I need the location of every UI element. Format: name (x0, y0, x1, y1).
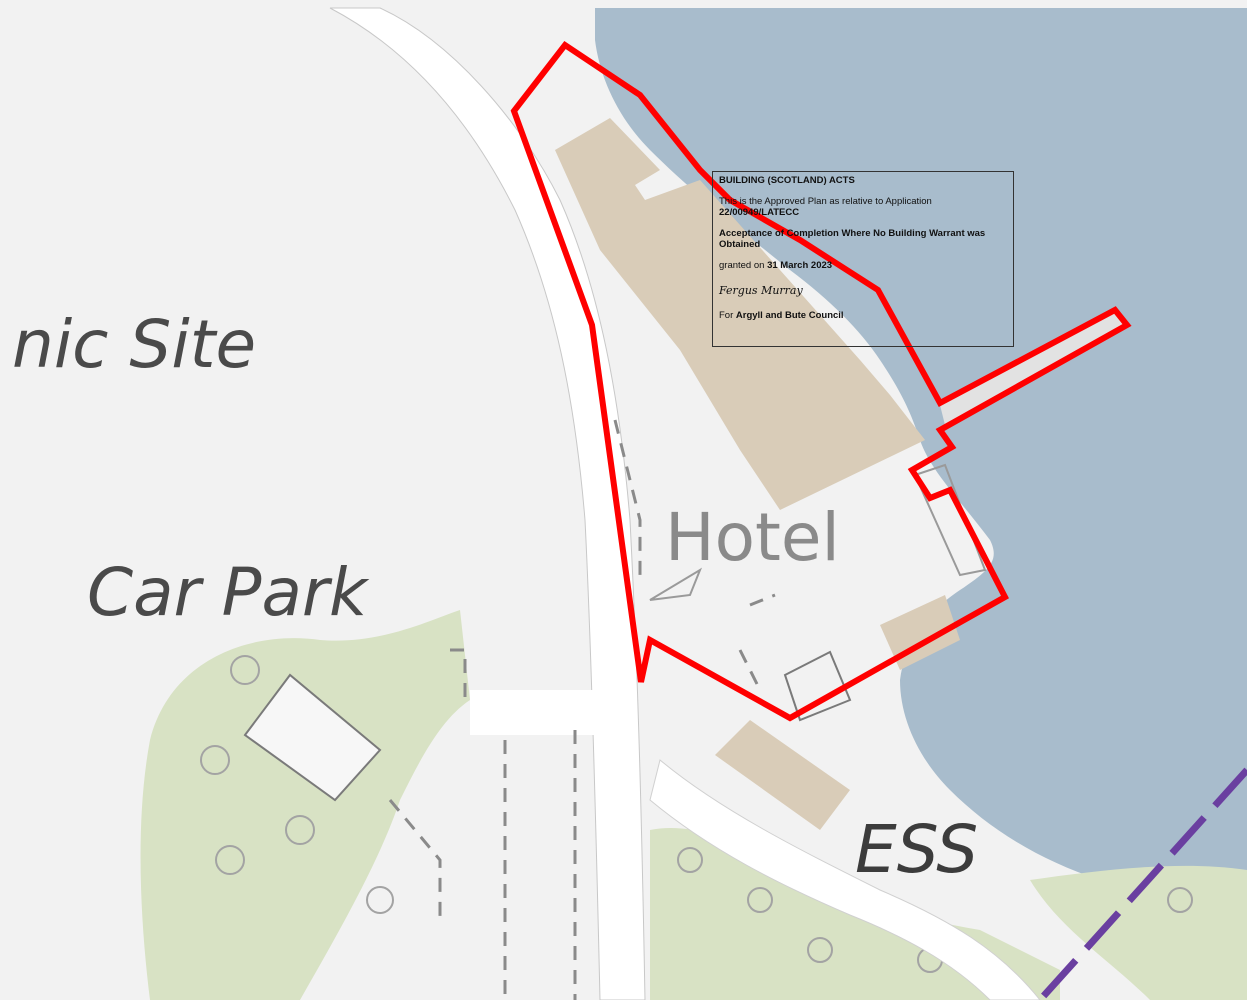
historic-site-label: nic Site (12, 306, 256, 383)
hotel-building (555, 118, 925, 510)
stamp-for: For Argyll and Bute Council (719, 310, 1007, 321)
ess-label: ESS (855, 811, 978, 888)
triangle-symbol (649, 567, 703, 601)
outline-building-car-park (243, 673, 382, 802)
building-south (715, 720, 850, 830)
building-small-east (880, 595, 960, 670)
stamp-heading: BUILDING (SCOTLAND) ACTS (719, 175, 855, 186)
stamp-granted: granted on 31 March 2023 (719, 260, 1007, 271)
stamp-signature: Fergus Murray (719, 284, 803, 297)
hotel-label: Hotel (665, 499, 840, 576)
woodland-west (140, 610, 470, 1000)
stamp-application-ref: 22/00949/LATECC (719, 207, 800, 218)
outline-building-east (913, 463, 987, 577)
dashed-paths (388, 419, 776, 1000)
stamp-acceptance-type: Acceptance of Completion Where No Buildi… (719, 228, 986, 250)
pier (940, 310, 1125, 425)
stamp-granted-date: 31 March 2023 (767, 260, 833, 271)
stamp-for-prefix: For (719, 310, 736, 321)
approval-stamp: BUILDING (SCOTLAND) ACTS This is the App… (712, 171, 1014, 347)
purple-dashed-boundary (1037, 767, 1247, 1003)
stamp-council: Argyll and Bute Council (735, 310, 844, 321)
stamp-granted-prefix: granted on (719, 260, 768, 271)
water-area (595, 8, 1247, 930)
stamp-approved-text: This is the Approved Plan as relative to… (719, 196, 932, 207)
outline-building-hotel-south (783, 650, 852, 722)
site-boundary-outline (510, 40, 1132, 722)
car-park-access (470, 690, 610, 735)
car-park-label: Car Park (87, 554, 370, 631)
